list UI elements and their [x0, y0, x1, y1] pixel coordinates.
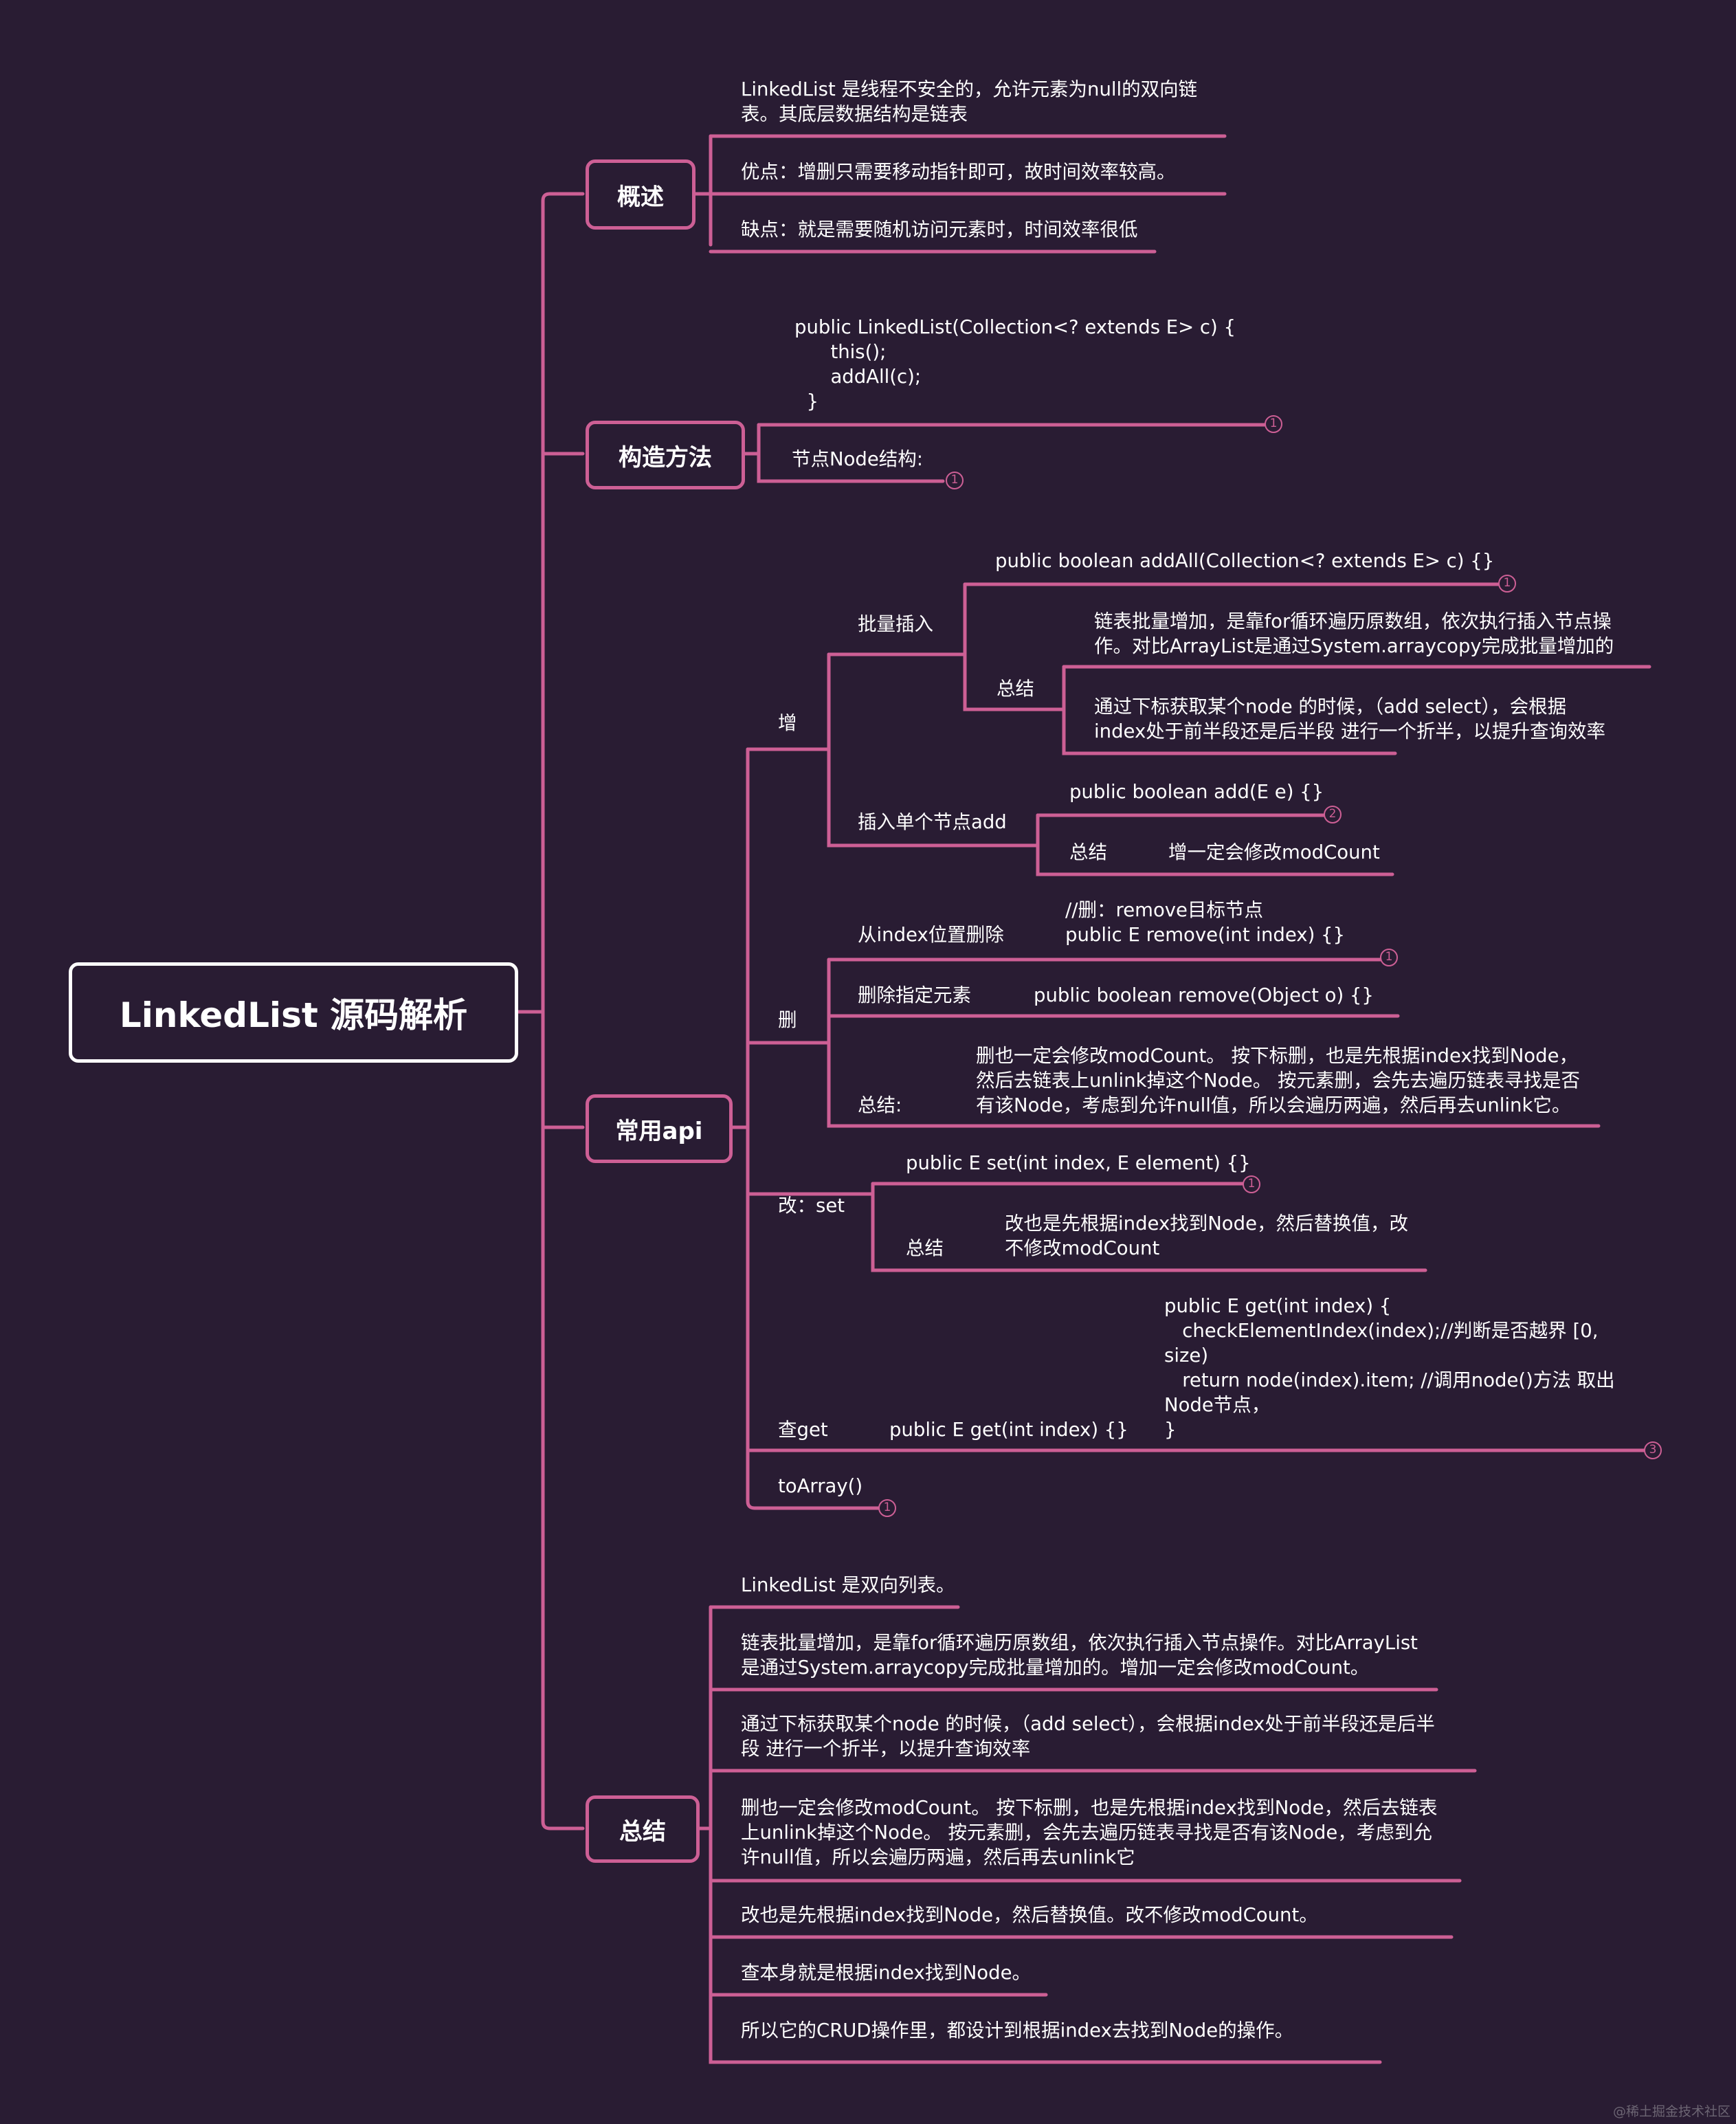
- batch-insert-label: 批量插入: [858, 613, 933, 635]
- batch-insert-code-badge[interactable]: 1: [1498, 575, 1516, 593]
- summary-node[interactable]: 总结: [586, 1795, 700, 1863]
- root-title: LinkedList 源码解析: [119, 995, 468, 1035]
- set-summary-label: 总结: [906, 1237, 944, 1259]
- summary-item: 删也一定会修改modCount。 按下标删，也是先根据index找到Node，然…: [741, 1797, 1438, 1868]
- remove-by-index-code: //删：remove目标节点 public E remove(int index…: [1065, 899, 1346, 946]
- overview-item: 优点：增删只需要移动指针即可，故时间效率较高。: [741, 161, 1176, 183]
- constructor-title: 构造方法: [619, 443, 712, 472]
- remove-summary-text: 删也一定会修改modCount。 按下标删，也是先根据index找到Node， …: [976, 1045, 1581, 1116]
- get-label: 查get: [778, 1419, 828, 1441]
- overview-item: 缺点：就是需要随机访问元素时，时间效率很低: [741, 219, 1138, 241]
- remove-by-index-label: 从index位置删除: [858, 924, 1004, 946]
- batch-insert-code: public boolean addAll(Collection<? exten…: [995, 550, 1495, 572]
- remove-label: 删: [778, 1009, 797, 1031]
- summary-item: LinkedList 是双向列表。: [741, 1574, 955, 1596]
- constructor-code-badge[interactable]: 1: [1265, 415, 1282, 433]
- overview-node[interactable]: 概述: [586, 159, 695, 230]
- remove-by-object-code: public boolean remove(Object o) {}: [1034, 984, 1374, 1006]
- single-insert-code-badge[interactable]: 2: [1324, 806, 1342, 823]
- summary-item: 改也是先根据index找到Node，然后替换值。改不修改modCount。: [741, 1904, 1318, 1926]
- single-summary-text: 增一定会修改modCount: [1168, 841, 1380, 863]
- summary-item: 所以它的CRUD操作里，都设计到根据index去找到Node的操作。: [741, 2020, 1294, 2042]
- add-label: 增: [778, 712, 797, 734]
- batch-summary-item: 链表批量增加，是靠for循环遍历原数组，依次执行插入节点操 作。对比ArrayL…: [1094, 610, 1614, 657]
- get-signature: public E get(int index) {}: [889, 1419, 1128, 1441]
- summary-title: 总结: [619, 1817, 666, 1846]
- summary-item: 通过下标获取某个node 的时候，（add select），会根据index处于…: [741, 1713, 1435, 1760]
- api-title: 常用api: [615, 1117, 703, 1145]
- single-summary-label: 总结: [1069, 841, 1107, 863]
- batch-summary-item: 通过下标获取某个node 的时候，（add select），会根据 index处…: [1094, 696, 1605, 742]
- overview-title: 概述: [617, 183, 664, 211]
- toarray-badge[interactable]: 1: [878, 1499, 896, 1517]
- single-insert-label: 插入单个节点add: [858, 811, 1007, 833]
- constructor-code: public LinkedList(Collection<? extends E…: [794, 316, 1236, 412]
- set-label: 改：set: [778, 1195, 845, 1217]
- get-code: public E get(int index) { checkElementIn…: [1164, 1295, 1615, 1441]
- batch-summary-label: 总结: [997, 678, 1034, 700]
- get-code-badge[interactable]: 3: [1644, 1441, 1662, 1459]
- set-summary-text: 改也是先根据index找到Node，然后替换值，改 不修改modCount: [1005, 1213, 1409, 1259]
- set-code: public E set(int index, E element) {}: [906, 1152, 1251, 1174]
- summary-item: 链表批量增加，是靠for循环遍历原数组，依次执行插入节点操作。对比ArrayLi…: [741, 1632, 1418, 1679]
- set-code-badge[interactable]: 1: [1243, 1175, 1260, 1193]
- watermark: @稀土掘金技术社区: [1612, 2104, 1731, 2119]
- remove-by-object-label: 删除指定元素: [858, 984, 971, 1006]
- single-insert-code: public boolean add(E e) {}: [1069, 781, 1324, 803]
- api-node[interactable]: 常用api: [586, 1094, 733, 1163]
- root-node[interactable]: LinkedList 源码解析: [69, 962, 518, 1063]
- summary-item: 查本身就是根据index找到Node。: [741, 1962, 1032, 1984]
- constructor-node[interactable]: 构造方法: [586, 421, 745, 489]
- toarray-label: toArray(): [778, 1475, 863, 1497]
- node-structure-badge[interactable]: 1: [946, 472, 964, 489]
- remove-by-index-badge[interactable]: 1: [1380, 949, 1398, 966]
- node-structure-label: 节点Node结构:: [792, 448, 924, 470]
- overview-item: LinkedList 是线程不安全的，允许元素为null的双向链 表。其底层数据…: [741, 78, 1198, 125]
- remove-summary-label: 总结:: [858, 1094, 902, 1116]
